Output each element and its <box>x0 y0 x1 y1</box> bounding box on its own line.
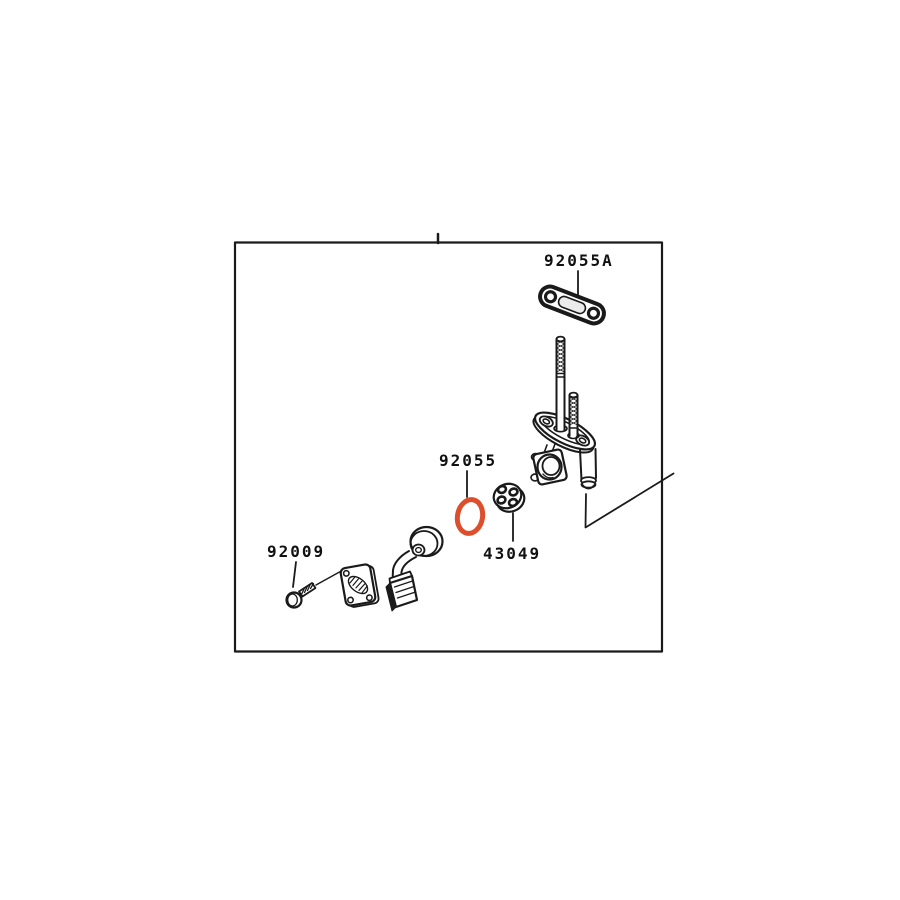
valve-body-drawing <box>530 448 568 486</box>
leader-line-petcock <box>584 472 675 529</box>
part-label-92009: 92009 <box>267 542 326 561</box>
part-label-92055a: 92055A <box>544 251 614 270</box>
part-label-43049: 43049 <box>483 544 542 563</box>
tall-standpipe-drawing <box>555 335 566 431</box>
o-ring-92055-drawing <box>454 470 486 536</box>
part-label-92055: 92055 <box>439 451 498 470</box>
o-ring-highlight <box>454 497 486 536</box>
lever-drawing <box>385 525 444 612</box>
screw-axis-line <box>315 568 345 586</box>
packing-43049-drawing <box>492 482 526 542</box>
petcock-assembly-drawing <box>530 335 597 490</box>
gasket-92055a-drawing <box>538 284 606 326</box>
outlet-barb-drawing <box>579 448 597 490</box>
leader-line-92009 <box>292 561 297 588</box>
diagram-frame <box>233 232 664 653</box>
screw-92009-drawing <box>285 561 345 609</box>
lever-plate-drawing <box>339 563 380 608</box>
short-standpipe-drawing <box>568 391 579 437</box>
